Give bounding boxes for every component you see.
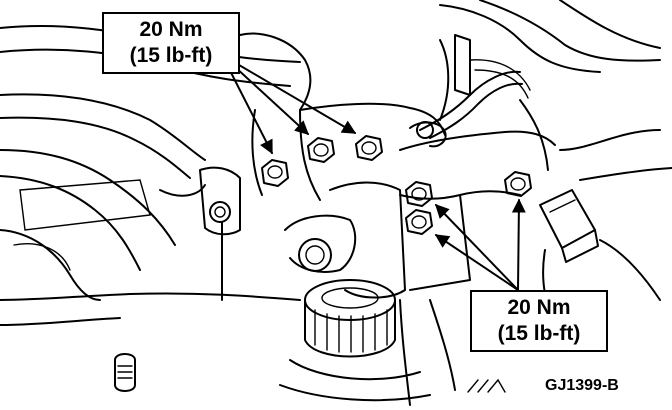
upper-manifold bbox=[239, 0, 672, 201]
bolt-head-icon bbox=[405, 209, 433, 235]
sensor-wire bbox=[416, 70, 523, 139]
bolt-head-icon bbox=[355, 135, 383, 161]
torque-value-nm: 20 Nm bbox=[139, 18, 203, 41]
figure-mark bbox=[467, 378, 506, 393]
torque-callout-bottom: 20 Nm (15 lb-ft) bbox=[470, 290, 608, 352]
bolt-head-icon bbox=[307, 137, 335, 163]
torque-value-lbft: (15 lb-ft) bbox=[497, 322, 581, 345]
bolt-head-icon bbox=[405, 181, 433, 207]
mounting-bracket bbox=[159, 166, 521, 406]
figure-id-label: GJ1399-B bbox=[545, 377, 619, 394]
arrowhead-icon bbox=[221, 54, 357, 155]
bolt-head-icon bbox=[504, 171, 532, 197]
torque-value-lbft: (15 lb-ft) bbox=[129, 44, 213, 67]
torque-callout-top: 20 Nm (15 lb-ft) bbox=[102, 12, 240, 74]
left-hose-assembly bbox=[0, 25, 301, 326]
arrowhead-icon bbox=[434, 198, 526, 291]
drain-plug bbox=[114, 353, 136, 392]
torque-value-nm: 20 Nm bbox=[507, 296, 571, 319]
filler-cap-icon bbox=[279, 279, 431, 402]
bolt-head-icon bbox=[261, 159, 289, 187]
